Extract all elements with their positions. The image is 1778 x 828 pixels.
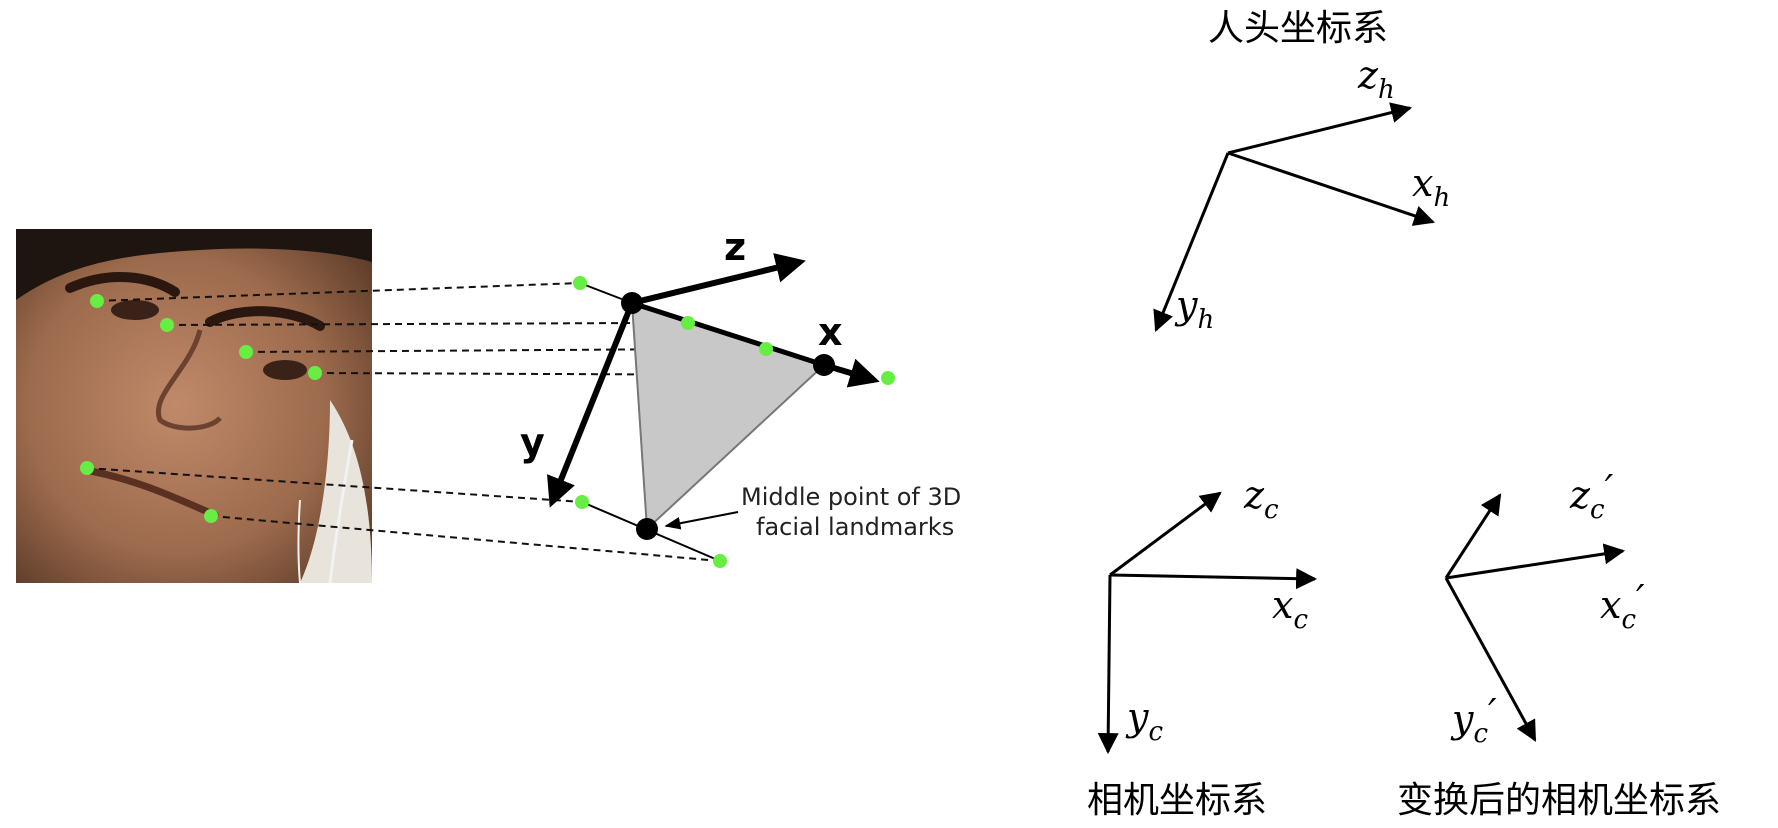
- face-model-3d: z x y Middle point of 3D facial landmark…: [520, 225, 961, 562]
- annotation-arrow: [664, 511, 739, 530]
- model-z-axis: [631, 253, 806, 306]
- head-edge-x: [631, 300, 825, 368]
- camera-z-axis: [1109, 491, 1222, 577]
- head-y-label: yh: [1174, 283, 1214, 335]
- landmark-dots: [80, 276, 895, 568]
- camera-y-axis: [1097, 574, 1119, 755]
- landmark-dot: [80, 461, 94, 475]
- head-frame-title: 人头坐标系: [1208, 8, 1388, 49]
- camera-x-axis: [1109, 568, 1318, 590]
- landmark-dot: [881, 371, 895, 385]
- model-y-axis: [547, 301, 635, 508]
- camera-y-label: yc: [1125, 695, 1163, 747]
- transformed-y-axis: [1444, 577, 1537, 742]
- transformed-z-axis: [1444, 493, 1502, 579]
- model-x-point: [813, 354, 835, 376]
- camera-z-label: zc: [1243, 473, 1279, 525]
- landmark-dot: [204, 509, 218, 523]
- landmark-dot: [713, 554, 727, 568]
- model-x-label: x: [818, 310, 843, 354]
- landmark-dot: [239, 345, 253, 359]
- transformed-x-axis: [1445, 543, 1626, 580]
- transformed-z-label: zc′: [1569, 467, 1614, 525]
- transformed-x-label: xc′: [1600, 577, 1645, 635]
- transformed-y-label: yc′: [1450, 691, 1497, 749]
- landmark-dot: [160, 318, 174, 332]
- landmark-dot: [681, 316, 695, 330]
- head-x-axis: [1227, 151, 1435, 226]
- middle-point: [636, 518, 658, 540]
- head-z-label: zh: [1357, 53, 1395, 105]
- camera-frame: zc xc yc 相机坐标系: [1087, 473, 1318, 821]
- landmark-dot: [573, 276, 587, 290]
- head-y-axis: [1153, 152, 1230, 332]
- head-frame: 人头坐标系 zh xh yh: [1153, 8, 1450, 335]
- transformed-camera-frame: zc′ xc′ yc′ 变换后的相机坐标系: [1397, 467, 1721, 821]
- head-x-label: xh: [1412, 161, 1450, 213]
- face-photo: [16, 229, 372, 584]
- annotation-line-2: facial landmarks: [756, 513, 954, 541]
- transformed-frame-title: 变换后的相机坐标系: [1397, 780, 1721, 821]
- model-z-label: z: [724, 225, 746, 269]
- head-z-axis: [1227, 102, 1413, 155]
- annotation-line-1: Middle point of 3D: [741, 483, 961, 511]
- projection-lines: [86, 282, 791, 562]
- model-origin-point: [621, 292, 643, 314]
- camera-frame-title: 相机坐标系: [1087, 780, 1267, 821]
- landmark-dot: [575, 495, 589, 509]
- camera-x-label: xc: [1272, 583, 1308, 635]
- landmark-dot: [759, 342, 773, 356]
- model-y-label: y: [520, 420, 545, 464]
- landmark-dot: [308, 366, 322, 380]
- landmark-dot: [90, 294, 104, 308]
